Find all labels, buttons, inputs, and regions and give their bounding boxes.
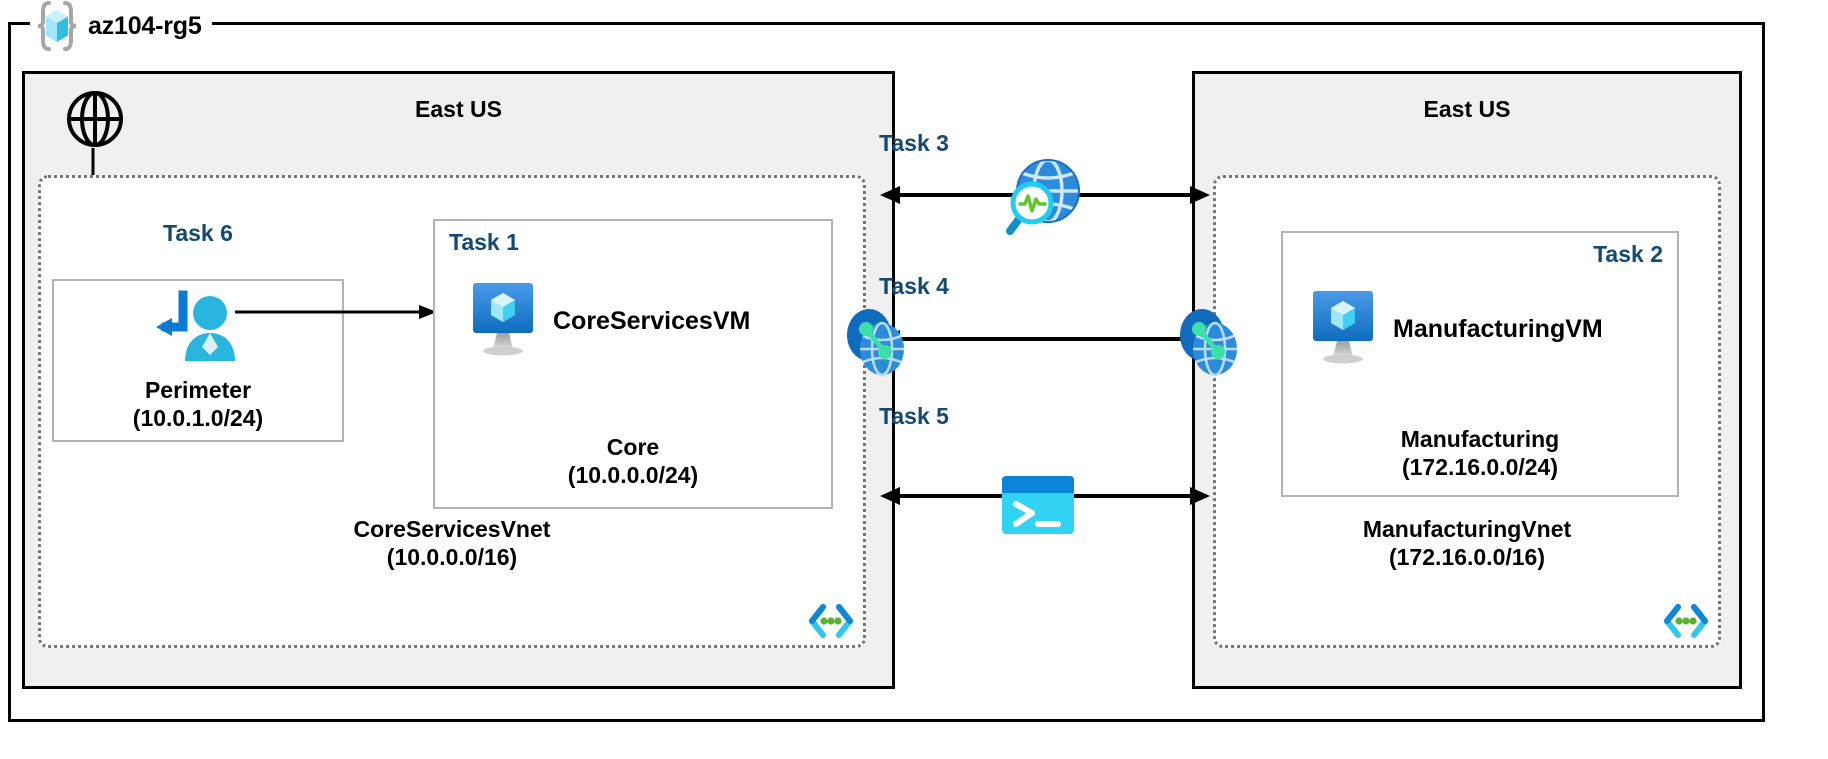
subnet-core: Task 1: [433, 219, 833, 509]
arrow-task-4: [880, 330, 1210, 348]
vnet-core-services-label: CoreServicesVnet (10.0.0.0/16): [353, 515, 551, 570]
virtual-network-icon: [1662, 601, 1710, 641]
task-3-label: Task 3: [879, 130, 949, 156]
virtual-machine-icon: [1307, 289, 1379, 370]
vnet-peering-icon: [1173, 305, 1245, 384]
subnet-perimeter: Perimeter (10.0.1.0/24): [52, 279, 344, 442]
vnet-peering-icon: [840, 305, 912, 384]
vnet-manufacturing-label: ManufacturingVnet (172.16.0.0/16): [1362, 515, 1572, 570]
virtual-network-icon: [807, 601, 855, 641]
subnet-manufacturing-caption: Manufacturing (172.16.0.0/24): [1400, 425, 1560, 480]
region-title-left: East US: [415, 96, 502, 122]
subnet-perimeter-caption: Perimeter (10.0.1.0/24): [132, 376, 264, 431]
subnet-core-caption: Core (10.0.0.0/24): [567, 433, 699, 488]
region-title-right: East US: [1423, 96, 1511, 122]
vm-manufacturing: ManufacturingVM: [1307, 289, 1603, 370]
subnet-perimeter-content: [54, 289, 342, 372]
user-inbound-icon: [152, 289, 244, 372]
vm-manufacturing-name: ManufacturingVM: [1393, 315, 1603, 343]
vm-core-services: CoreServicesVM: [467, 281, 750, 362]
resource-group-header: az104-rg5: [30, 0, 212, 52]
cloud-shell-icon: [1000, 474, 1076, 541]
task-6-label: Task 6: [163, 220, 233, 246]
resource-group-name: az104-rg5: [88, 11, 202, 40]
task-4-label: Task 4: [879, 273, 949, 299]
task-1-label: Task 1: [449, 229, 519, 255]
subnet-manufacturing: Task 2: [1281, 231, 1679, 497]
arrow-perimeter-to-core: [235, 305, 437, 319]
resource-group-frame: [8, 22, 1765, 722]
resource-group-cube-icon: [34, 0, 80, 52]
task-5-label: Task 5: [879, 403, 949, 429]
globe-internet-icon: [64, 88, 126, 155]
virtual-machine-icon: [467, 281, 539, 362]
vm-core-services-name: CoreServicesVM: [553, 307, 751, 335]
network-watcher-icon: [1000, 155, 1088, 246]
task-2-label: Task 2: [1593, 241, 1663, 267]
